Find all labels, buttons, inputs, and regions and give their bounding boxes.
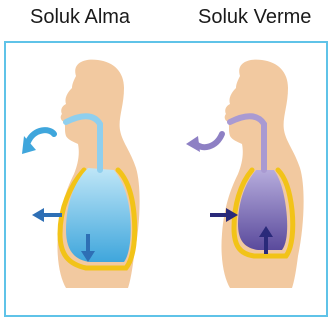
- curved-arrow-out-icon: [196, 134, 222, 147]
- inhale-title: Soluk Alma: [30, 6, 130, 29]
- exhale-illustration: [178, 58, 318, 298]
- inhale-illustration: [14, 58, 154, 298]
- exhale-title: Soluk Verme: [198, 6, 311, 29]
- curved-arrow-in-icon: [28, 130, 54, 142]
